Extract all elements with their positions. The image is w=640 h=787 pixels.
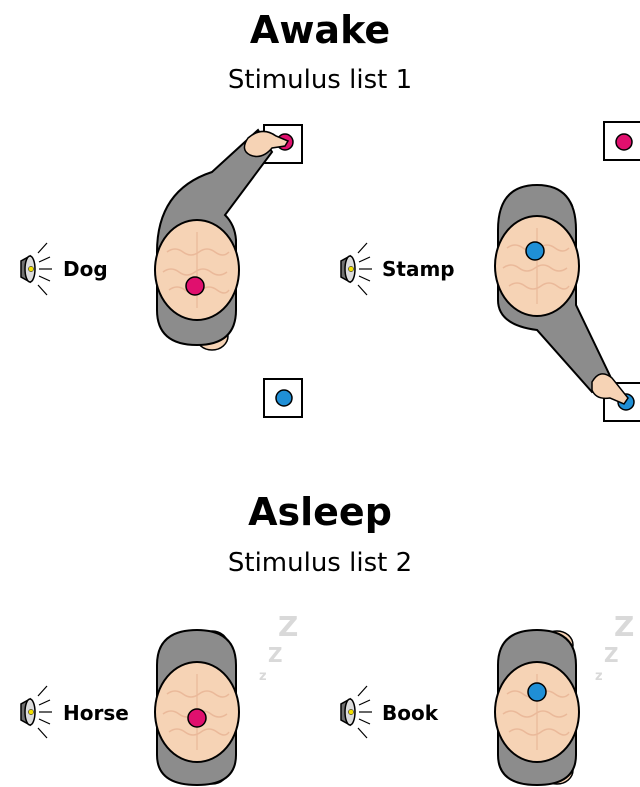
svg-text:Z: Z — [614, 610, 634, 643]
speaker-icon — [341, 686, 372, 738]
svg-text:z: z — [595, 669, 603, 684]
svg-text:z: z — [259, 669, 267, 684]
person-asleep-2 — [495, 630, 579, 785]
person-asleep-1 — [155, 630, 239, 785]
sleep-z-icon: Z Z z — [259, 610, 298, 684]
sleep-z-icon: Z Z z — [595, 610, 634, 684]
word-dog: Dog — [63, 257, 108, 281]
target-square-icon — [604, 122, 640, 160]
speaker-icon — [21, 243, 52, 295]
svg-text:Z: Z — [268, 643, 283, 667]
speaker-icon — [21, 686, 52, 738]
word-book: Book — [382, 701, 439, 725]
word-stamp: Stamp — [382, 257, 455, 281]
person-awake-reach-down — [495, 185, 628, 404]
svg-text:Z: Z — [604, 643, 619, 667]
word-horse: Horse — [63, 701, 129, 725]
svg-text:Z: Z — [278, 610, 298, 643]
speaker-icon — [341, 243, 372, 295]
target-square-icon — [264, 379, 302, 417]
